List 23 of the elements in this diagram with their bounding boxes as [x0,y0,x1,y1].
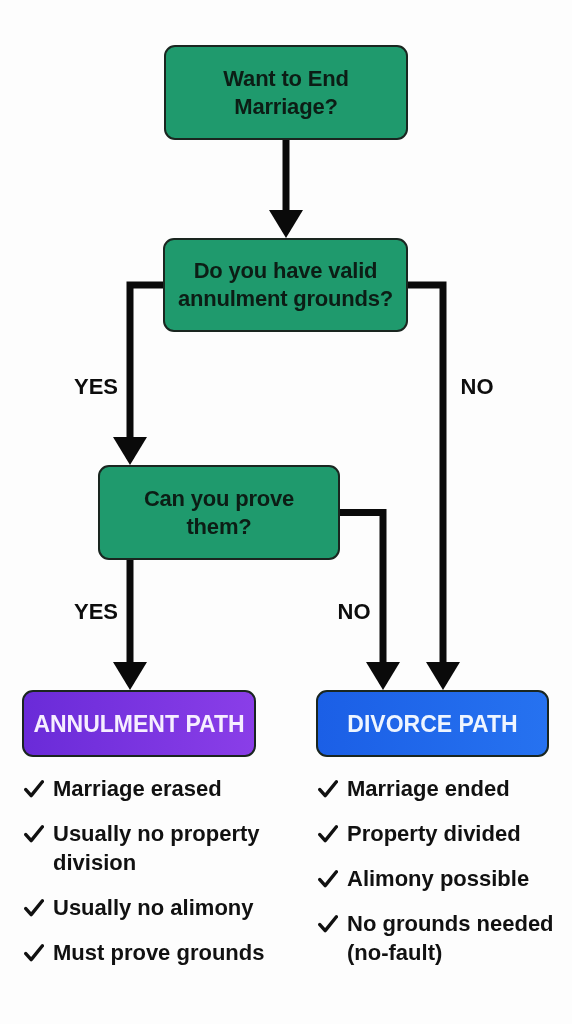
path-heading: ANNULMENT PATH [33,709,245,738]
result-box [22,690,256,757]
question-text: Want to End Marriage? [222,64,350,121]
list-item-text: Property divided [347,820,521,848]
question-text: Do you have valid annulment grounds? [176,257,395,313]
arrow [340,509,400,690]
list-item-text: No grounds needed (no-fault) [347,910,555,967]
decision-box [98,465,340,560]
arrow [408,281,460,690]
list-item-text: Usually no alimony [53,894,254,922]
decision-box [163,238,408,332]
arrow [113,560,147,690]
arrow [269,140,303,238]
question-text: Can you prove them? [142,484,296,541]
path-heading: DIVORCE PATH [347,709,518,738]
list-item-text: Marriage erased [53,775,222,803]
list-item-text: Marriage ended [347,775,510,803]
list-item-text: Alimony possible [347,865,530,893]
list-item-text: Must prove grounds [53,939,265,967]
arrow [113,281,163,465]
decision-box [164,45,408,140]
list-item-text: Usually no property division [53,820,261,877]
result-box [316,690,549,757]
